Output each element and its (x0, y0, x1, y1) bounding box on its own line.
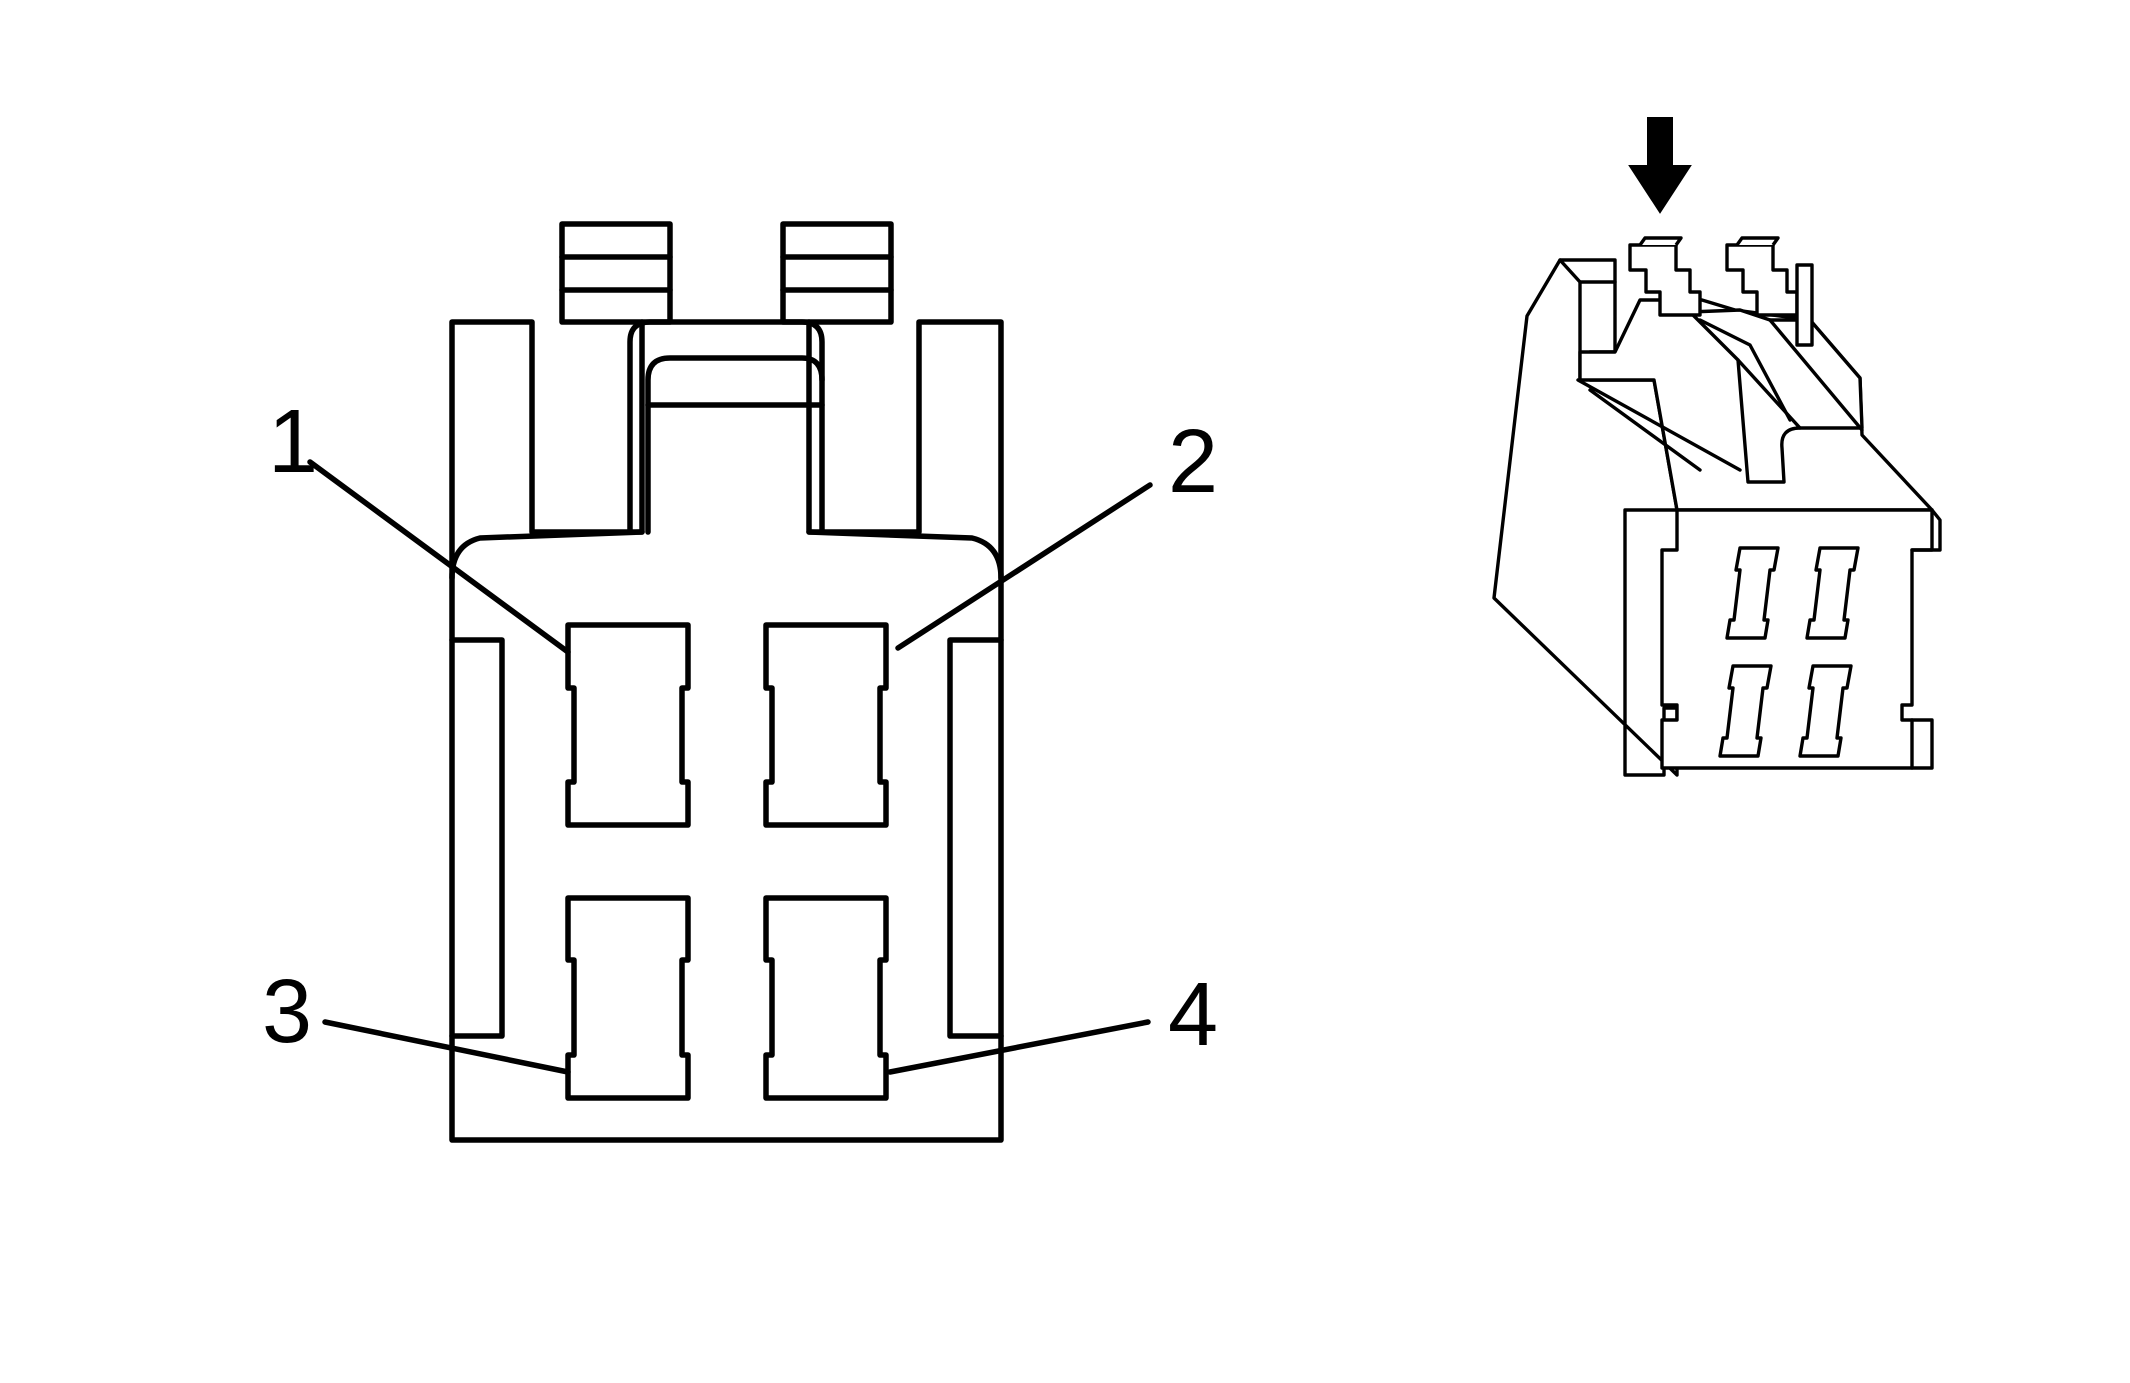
locking-tab-left (559, 221, 673, 325)
side-slot-right (947, 637, 1004, 1039)
front-face-foot (1910, 718, 1934, 770)
pin-3-leader (322, 1019, 571, 1075)
latch-guide-left (627, 319, 825, 535)
connector-body-outline (449, 319, 1004, 1143)
top-deck-groove (1576, 378, 1742, 472)
rear-post (1795, 263, 1814, 347)
latch-tab-right (1725, 236, 1799, 317)
locking-tab-right (780, 221, 894, 325)
down-arrow-icon (1628, 117, 1692, 214)
pin-4-leader (887, 1019, 1151, 1075)
connector-face-view: 1 2 3 4 (262, 221, 1218, 1143)
terminal-cavity-4 (763, 895, 889, 1101)
latch-guide-inner (645, 355, 825, 535)
side-slot-left (449, 637, 505, 1039)
latch-ramp-edge-3 (1698, 318, 1792, 422)
terminal-cavity-3 (565, 895, 691, 1101)
iso-cavity-4 (1798, 664, 1853, 758)
terminal-cavity-2 (763, 622, 889, 828)
connector-shoulder (449, 529, 1004, 581)
terminal-cavity-1 (565, 622, 691, 828)
pin-2-leader (895, 482, 1153, 651)
pin-3-label: 3 (262, 962, 312, 1062)
pin-1-label: 1 (268, 392, 318, 492)
iso-cavity-1 (1725, 546, 1780, 640)
pin-1-leader (307, 459, 571, 655)
latch-ramp-edge-2 (1768, 318, 1864, 432)
latch-tab-left (1628, 236, 1702, 317)
pin-2-label: 2 (1168, 412, 1218, 512)
front-face-edge (1910, 508, 1942, 552)
connector-isometric-view (1492, 117, 1942, 777)
pin-4-label: 4 (1168, 965, 1218, 1065)
connector-front-face (1660, 508, 1934, 770)
iso-cavity-2 (1805, 546, 1860, 640)
iso-cavity-3 (1718, 664, 1773, 758)
